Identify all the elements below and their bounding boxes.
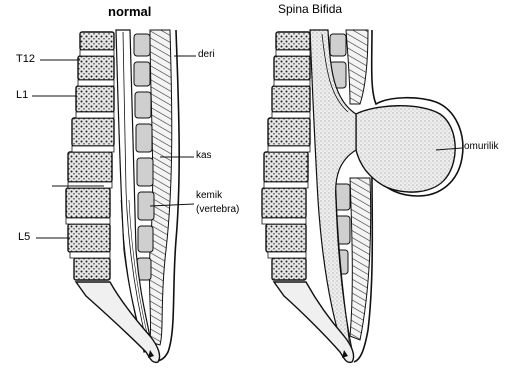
bifida-vertebral-bodies <box>262 32 310 280</box>
label-l1: L1 <box>16 89 28 101</box>
normal-muscle-layer <box>149 30 171 345</box>
label-vertebra: (vertebra) <box>196 204 239 215</box>
label-omurilik: omurilik <box>464 141 498 152</box>
normal-vertebral-bodies <box>66 32 114 280</box>
bifida-sac <box>356 106 455 192</box>
label-t12: T12 <box>16 53 35 65</box>
title-normal: normal <box>108 4 151 19</box>
label-deri: deri <box>198 49 215 60</box>
label-l5: L5 <box>18 231 30 243</box>
normal-spine <box>32 30 196 362</box>
spina-bifida-spine <box>262 30 463 362</box>
title-spina-bifida: Spina Bifida <box>278 2 342 16</box>
label-kas: kas <box>196 150 212 161</box>
label-kemik: kemik <box>196 190 222 201</box>
